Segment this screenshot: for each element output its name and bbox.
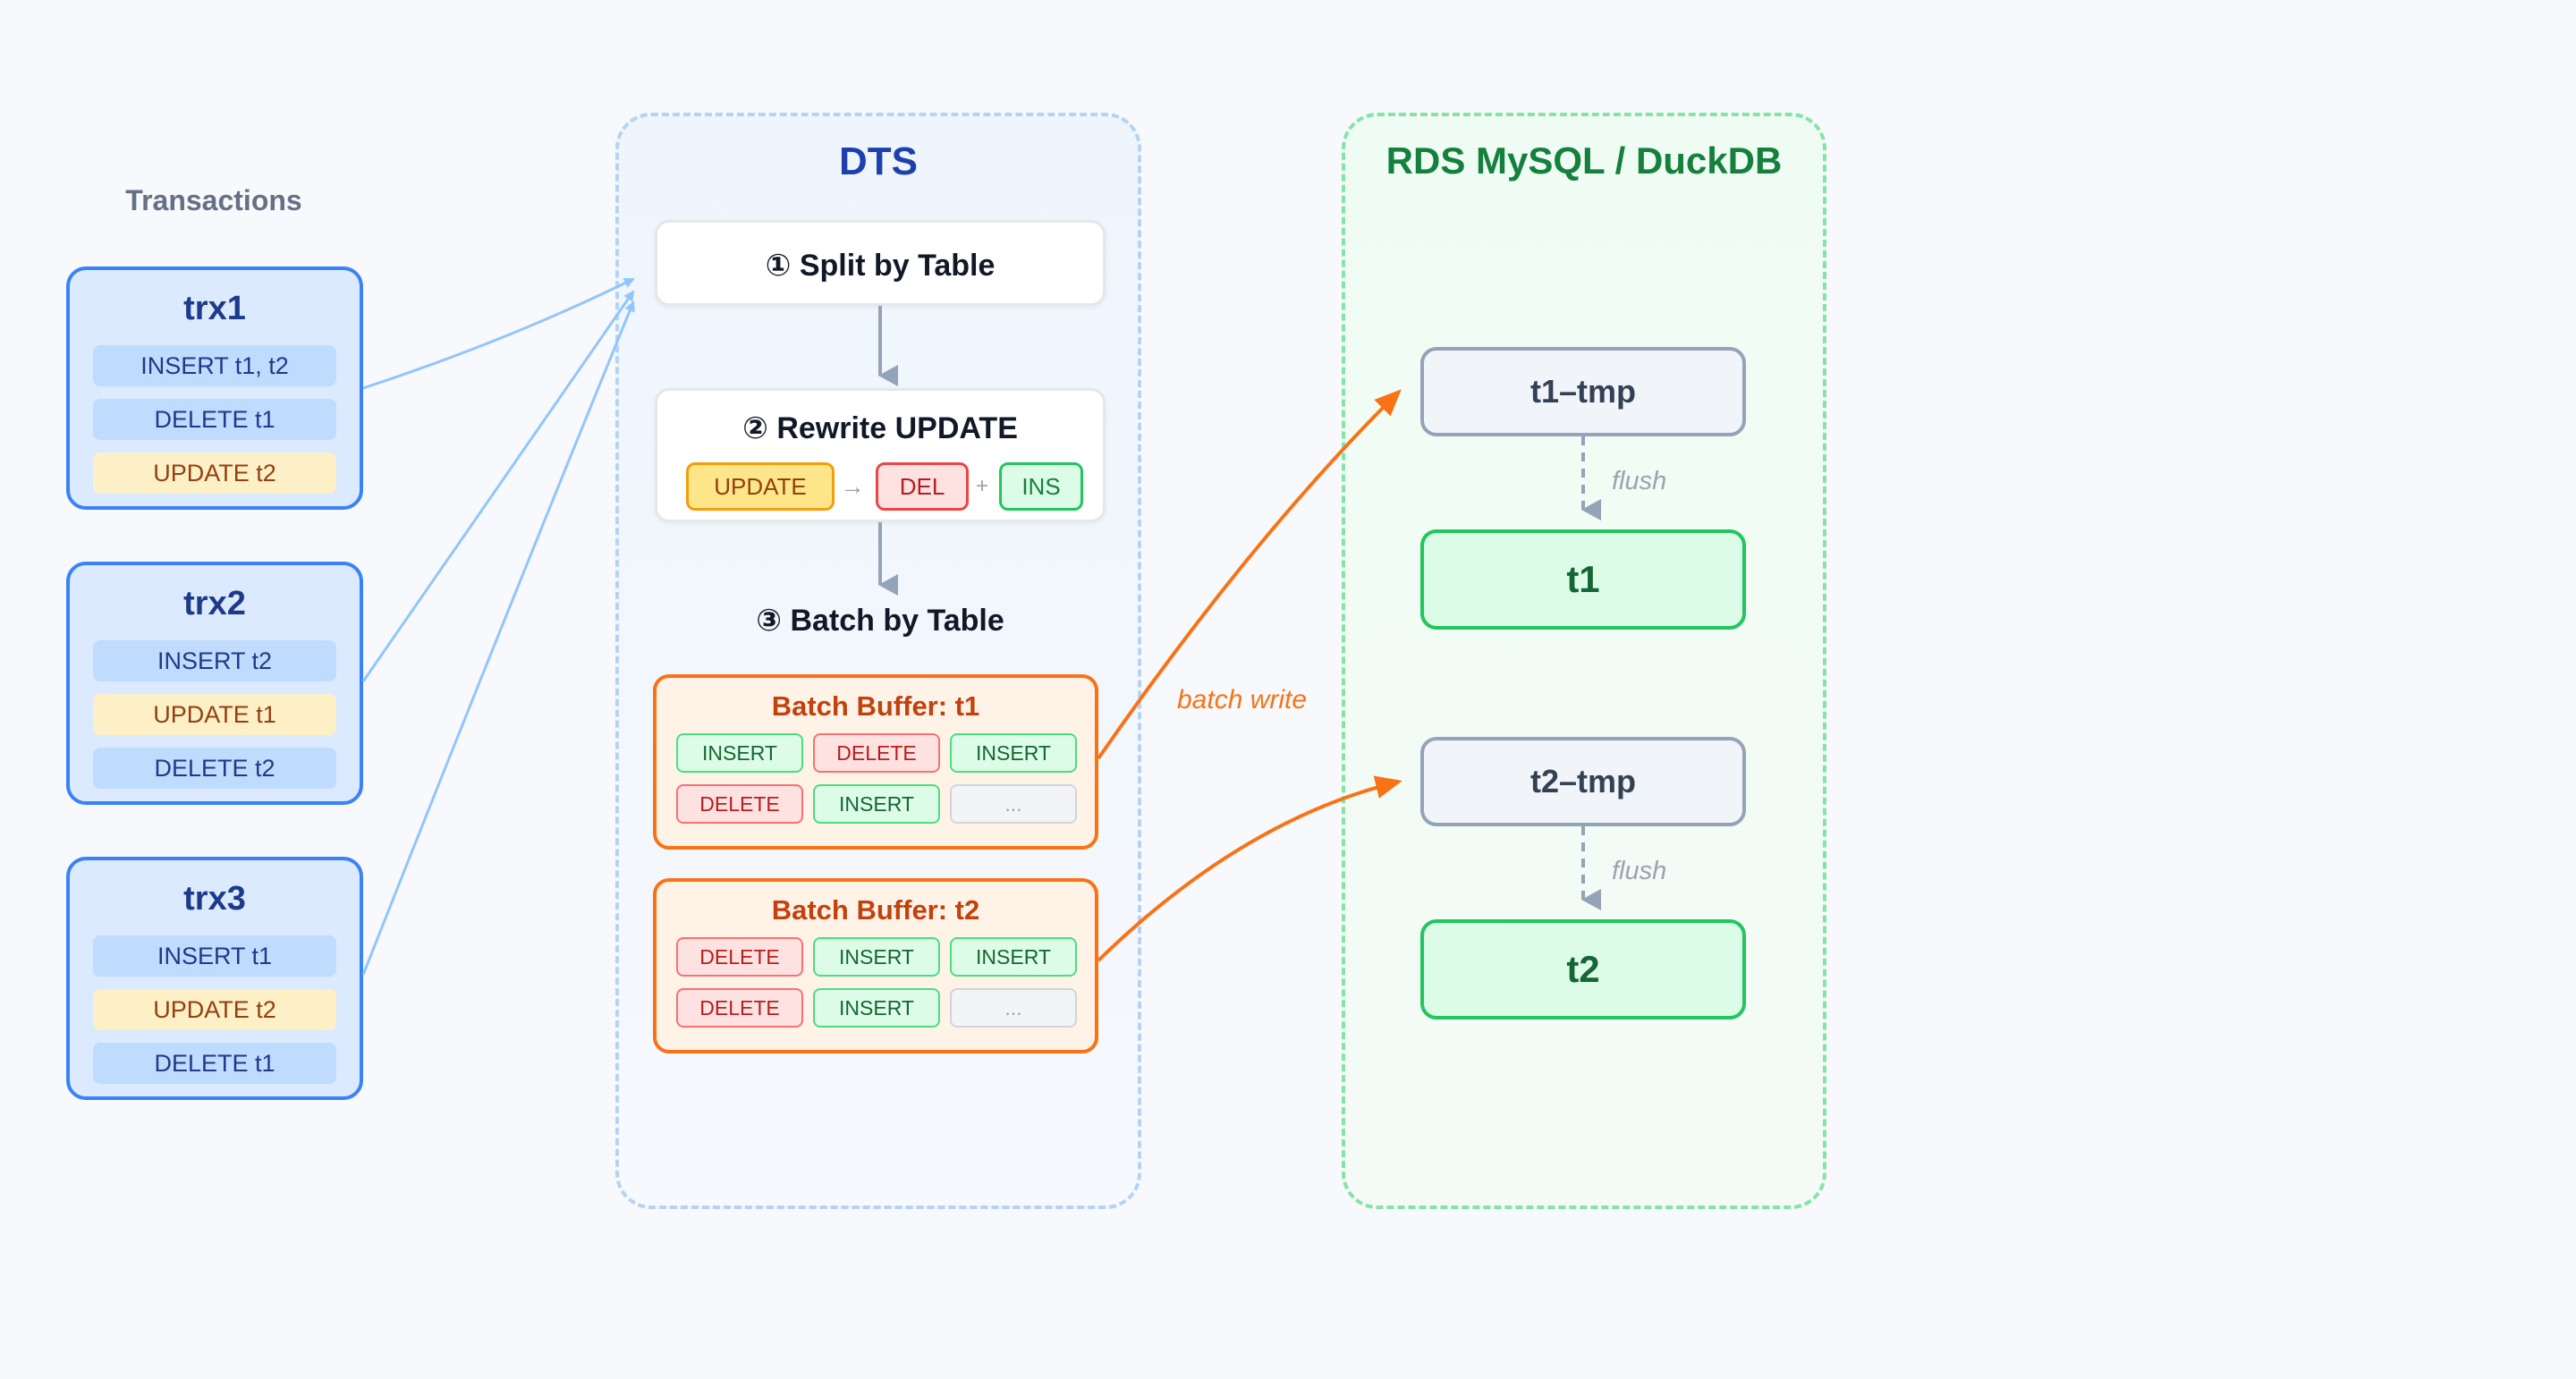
buffer-chip: ... — [950, 988, 1077, 1028]
t2-table: t2 — [1420, 919, 1746, 1019]
transactions-title: Transactions — [125, 184, 302, 216]
t1-table: t1 — [1420, 529, 1746, 630]
rds-title: RDS MySQL / DuckDB — [1385, 140, 1783, 182]
arrow-trx1-to-dts — [362, 277, 635, 390]
buffer-chip: INSERT — [813, 988, 940, 1028]
ins-pill: INS — [999, 462, 1083, 511]
batch-write-label: batch write — [1177, 685, 1308, 715]
t2-tmp-table: t2–tmp — [1420, 737, 1746, 826]
step-rewrite-update: ② Rewrite UPDATE UPDATE → DEL + INS — [655, 388, 1106, 522]
transaction-name: trx3 — [183, 880, 246, 918]
transaction-op: UPDATE t1 — [93, 694, 336, 735]
arrow-buffer-t2-to-t2-tmp — [1097, 775, 1402, 962]
update-pill: UPDATE — [686, 462, 835, 511]
batch-buffer-title: Batch Buffer: t1 — [771, 690, 980, 722]
transaction-op: INSERT t2 — [93, 640, 336, 681]
transaction-op: INSERT t1, t2 — [93, 345, 336, 386]
transaction-op: DELETE t1 — [93, 1043, 336, 1084]
buffer-chip: ... — [950, 784, 1077, 824]
buffer-chip: INSERT — [813, 784, 940, 824]
rds-container: RDS MySQL / DuckDB — [1342, 113, 1826, 1209]
arrow-trx3-to-dts — [361, 300, 635, 976]
rewrite-arrow-icon: → — [840, 472, 865, 500]
transaction-name: trx2 — [183, 585, 246, 622]
flush-label-t2: flush — [1612, 857, 1667, 885]
transaction-op: DELETE t2 — [93, 748, 336, 789]
transaction-name: trx1 — [183, 290, 246, 327]
buffer-chip: INSERT — [676, 733, 803, 773]
step-batch-by-table: ③ Batch by Table — [756, 604, 1004, 638]
buffer-chip: INSERT — [813, 937, 940, 977]
flush-label-t1: flush — [1612, 467, 1667, 495]
step-split-by-table: ① Split by Table — [655, 220, 1106, 306]
transaction-op: INSERT t1 — [93, 935, 336, 977]
buffer-chip: DELETE — [676, 784, 803, 824]
plus-icon: + — [975, 474, 988, 498]
t1-tmp-table: t1–tmp — [1420, 347, 1746, 436]
transaction-op: DELETE t1 — [93, 399, 336, 440]
del-pill: DEL — [876, 462, 969, 511]
buffer-chip: INSERT — [950, 937, 1077, 977]
step-split-title: ① Split by Table — [765, 249, 996, 283]
transaction-op: UPDATE t2 — [93, 453, 336, 494]
transaction-op: UPDATE t2 — [93, 989, 336, 1030]
batch-buffer-title: Batch Buffer: t2 — [771, 894, 980, 926]
step-rewrite-title: ② Rewrite UPDATE — [742, 411, 1018, 445]
buffer-chip: DELETE — [676, 937, 803, 977]
buffer-chip: INSERT — [950, 733, 1077, 773]
buffer-chip: DELETE — [813, 733, 940, 773]
arrow-buffer-t1-to-t1-tmp — [1097, 389, 1402, 760]
buffer-chip: DELETE — [676, 988, 803, 1028]
dts-title: DTS — [839, 140, 918, 183]
arrow-trx2-to-dts — [361, 290, 635, 682]
